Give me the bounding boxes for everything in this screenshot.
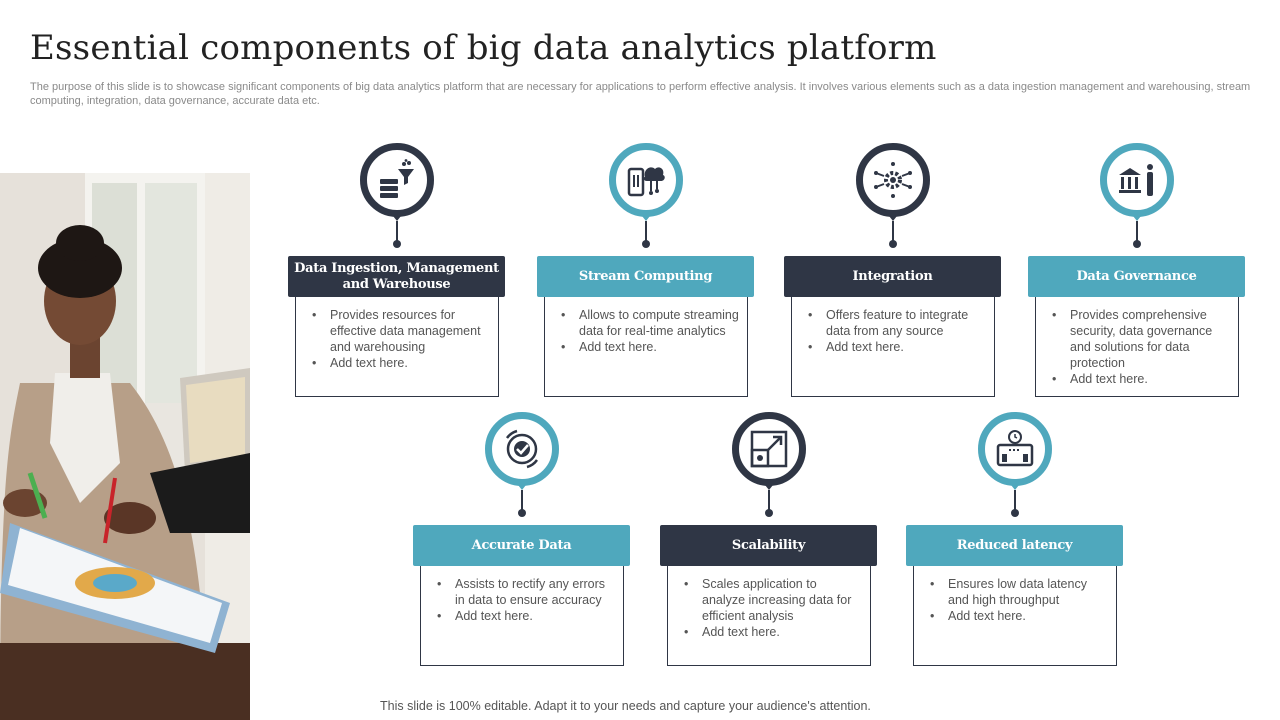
- businesswoman-photo: [0, 173, 250, 720]
- component-title: Data Governance: [1028, 256, 1245, 297]
- icon-badge: [1100, 143, 1174, 217]
- component-description: Assists to rectify any errors in data to…: [420, 566, 624, 666]
- bullet-item: Ensures low data latency and high throug…: [930, 576, 1108, 608]
- data-funnel-server-icon: [380, 159, 414, 198]
- bullet-item: Assists to rectify any errors in data to…: [437, 576, 615, 608]
- component-description: Ensures low data latency and high throug…: [913, 566, 1117, 666]
- icon-badge: [856, 143, 930, 217]
- scale-expand-icon: [750, 430, 788, 468]
- bullet-item: Add text here.: [561, 339, 739, 355]
- cloud-stream-icon: [627, 167, 665, 197]
- icon-badge: [732, 412, 806, 486]
- slide-footer: This slide is 100% editable. Adapt it to…: [380, 699, 871, 713]
- bullet-item: Allows to compute streaming data for rea…: [561, 307, 739, 339]
- gear-network-icon: [874, 162, 912, 198]
- slide-title: Essential components of big data analyti…: [30, 28, 937, 68]
- target-check-icon: [505, 429, 539, 469]
- bullet-item: Add text here.: [437, 608, 615, 624]
- component-title: Accurate Data: [413, 525, 630, 566]
- icon-badge: [978, 412, 1052, 486]
- component-description: Provides comprehensive security, data go…: [1035, 297, 1239, 397]
- bullet-item: Offers feature to integrate data from an…: [808, 307, 986, 339]
- bullet-item: Add text here.: [930, 608, 1108, 624]
- component-title: Integration: [784, 256, 1001, 297]
- icon-badge: [609, 143, 683, 217]
- icon-badge: [485, 412, 559, 486]
- slide-subtitle: The purpose of this slide is to showcase…: [30, 81, 1251, 107]
- component-title: Data Ingestion, Management and Warehouse: [288, 256, 505, 297]
- bullet-item: Provides resources for effective data ma…: [312, 307, 490, 355]
- component-description: Offers feature to integrate data from an…: [791, 297, 995, 397]
- component-title: Scalability: [660, 525, 877, 566]
- bullet-item: Provides comprehensive security, data go…: [1052, 307, 1230, 371]
- component-title: Reduced latency: [906, 525, 1123, 566]
- bullet-item: Add text here.: [684, 624, 862, 640]
- clock-latency-icon: [996, 430, 1034, 467]
- bullet-item: Add text here.: [808, 339, 986, 355]
- component-title: Stream Computing: [537, 256, 754, 297]
- bullet-item: Scales application to analyze increasing…: [684, 576, 862, 624]
- component-description: Allows to compute streaming data for rea…: [544, 297, 748, 397]
- icon-badge: [360, 143, 434, 217]
- component-description: Provides resources for effective data ma…: [295, 297, 499, 397]
- bank-governance-icon: [1119, 164, 1153, 196]
- bullet-item: Add text here.: [312, 355, 490, 371]
- bullet-item: Add text here.: [1052, 371, 1230, 387]
- component-description: Scales application to analyze increasing…: [667, 566, 871, 666]
